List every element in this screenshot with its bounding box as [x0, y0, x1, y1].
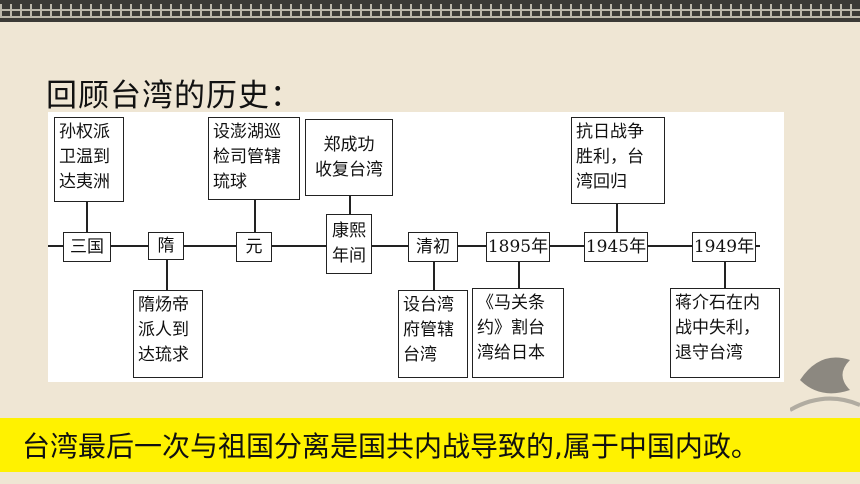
event-1895: 《马关条 约》割台 湾给日本 — [472, 288, 564, 378]
connector — [518, 262, 520, 288]
ink-fish-decoration — [790, 357, 860, 412]
page-title: 回顾台湾的历史： — [46, 78, 302, 114]
event-1945: 抗日战争 胜利，台 湾回归 — [571, 117, 665, 204]
timeline-axis — [48, 245, 760, 247]
event-1949: 蒋介石在内 战中失利， 退守台湾 — [670, 288, 780, 378]
node-qingchu: 清初 — [408, 232, 458, 262]
node-1895: 1895年 — [486, 232, 550, 262]
node-sui: 隋 — [148, 232, 184, 260]
conclusion-text: 台湾最后一次与祖国分离是国共内战导致的,属于中国内政。 — [22, 430, 759, 463]
node-sanguo: 三国 — [63, 232, 111, 262]
event-kangxi: 郑成功 收复台湾 — [305, 119, 393, 196]
node-1945: 1945年 — [584, 232, 648, 262]
connector — [616, 204, 618, 232]
conclusion-bar — [0, 418, 860, 472]
node-yuan: 元 — [236, 232, 272, 262]
node-1949: 1949年 — [692, 232, 756, 262]
event-yuan: 设澎湖巡 检司管辖 琉球 — [208, 117, 300, 200]
node-kangxi: 康熙 年间 — [326, 214, 372, 274]
event-qingchu: 设台湾 府管辖 台湾 — [398, 290, 468, 378]
connector — [254, 200, 256, 232]
connector — [724, 262, 726, 288]
connector — [166, 260, 168, 290]
event-sanguo: 孙权派 卫温到 达夷洲 — [54, 117, 124, 202]
connector — [433, 262, 435, 290]
connector — [86, 202, 88, 232]
connector — [349, 196, 351, 214]
event-sui: 隋炀帝 派人到 达琉求 — [133, 290, 203, 378]
decorative-border — [0, 0, 860, 22]
